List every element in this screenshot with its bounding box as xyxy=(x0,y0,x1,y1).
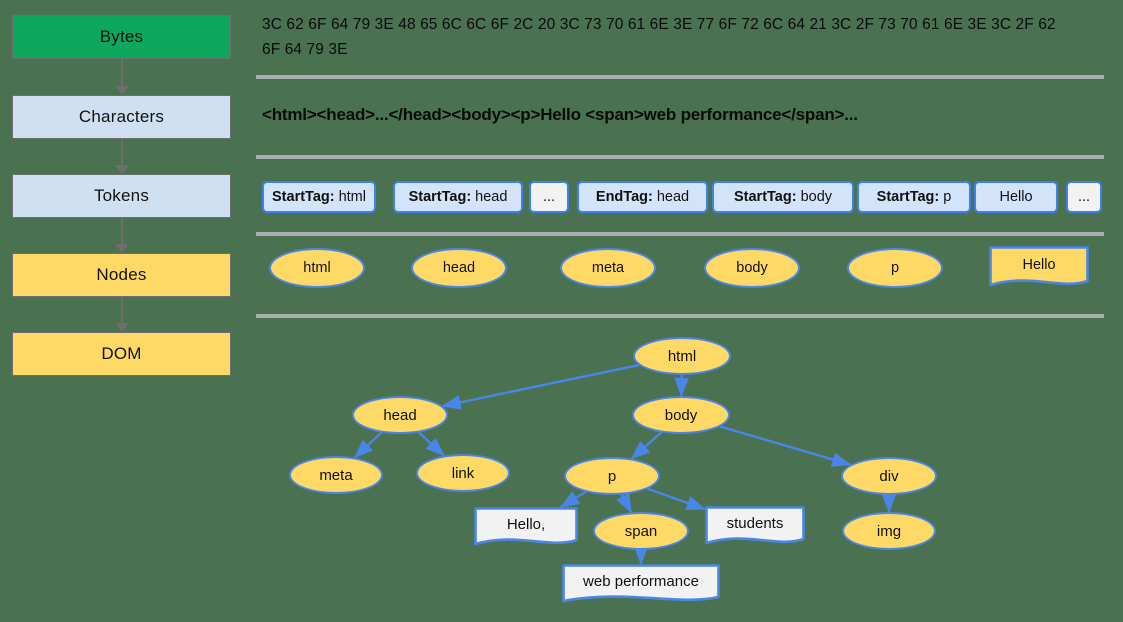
dom-edge-p-stud xyxy=(647,487,706,511)
node-chip-head: head xyxy=(411,248,507,288)
dom-node-head: head xyxy=(352,396,448,434)
pipeline-stage-label: Characters xyxy=(78,107,165,126)
divider-bytes xyxy=(256,75,1104,79)
pipeline-stage-label: Nodes xyxy=(96,265,147,284)
pipeline-stage-label: DOM xyxy=(101,344,142,363)
pipeline-stage-label: Tokens xyxy=(93,186,150,205)
token-kind: StartTag: xyxy=(272,189,335,205)
token-value: Hello xyxy=(999,189,1033,205)
token-chip: Hello xyxy=(974,181,1058,213)
node-chip-html: html xyxy=(269,248,365,288)
token-chip: ... xyxy=(529,181,569,213)
dom-node-link: link xyxy=(416,454,510,492)
token-chip: StartTag:html xyxy=(262,181,376,213)
dom-edge-html-head xyxy=(441,363,640,410)
token-kind: EndTag: xyxy=(595,189,653,205)
token-kind: StartTag: xyxy=(876,189,940,205)
divider-tokens xyxy=(256,232,1104,236)
node-chip-label: Hello xyxy=(1022,257,1056,273)
dom-edge-body-div xyxy=(719,425,852,467)
dom-node-label: web performance xyxy=(583,573,699,590)
flow-arrow-down-icon xyxy=(115,139,129,174)
token-kind: StartTag: xyxy=(733,189,797,205)
pipeline-stage-label: Bytes xyxy=(99,27,144,46)
token-chip: StartTag:body xyxy=(712,181,854,213)
flow-arrow-down-icon xyxy=(115,297,129,332)
token-chip: ... xyxy=(1066,181,1102,213)
dom-node-body: body xyxy=(632,396,730,434)
dom-node-label: students xyxy=(726,515,784,532)
characters-html-text: <html><head>...</head><body><p>Hello <sp… xyxy=(262,105,858,124)
flow-arrow-down-icon xyxy=(115,59,129,95)
dom-node-html: html xyxy=(633,337,731,375)
token-chip: StartTag:p xyxy=(857,181,971,213)
token-value: html xyxy=(338,189,366,205)
dom-edge-head-meta xyxy=(353,431,383,459)
dom-edge-p-hello xyxy=(559,490,587,509)
token-kind: StartTag: xyxy=(408,189,472,205)
token-value: ... xyxy=(542,189,556,205)
pipeline-stage-bytes: Bytes xyxy=(12,15,231,59)
dom-node-meta: meta xyxy=(289,456,383,494)
node-chip-Hello: Hello xyxy=(989,246,1089,290)
token-chip: StartTag:head xyxy=(393,181,523,213)
token-value: head xyxy=(656,189,690,205)
token-value: p xyxy=(943,189,952,205)
dom-text-node-stud: students xyxy=(705,506,805,548)
dom-node-label: Hello, xyxy=(506,516,546,533)
pipeline-stage-characters: Characters xyxy=(12,95,231,139)
divider-nodes xyxy=(256,314,1104,318)
dom-node-div: div xyxy=(841,457,937,495)
node-chip-body: body xyxy=(704,248,800,288)
token-value: ... xyxy=(1077,189,1091,205)
bytes-hex-text: 3C 62 6F 64 79 3E 48 65 6C 6C 6F 2C 20 3… xyxy=(262,16,1056,58)
pipeline-stage-nodes: Nodes xyxy=(12,253,231,297)
pipeline-stage-tokens: Tokens xyxy=(12,174,231,218)
node-chip-meta: meta xyxy=(560,248,656,288)
dom-edge-head-link xyxy=(418,431,445,457)
dom-edge-p-span xyxy=(616,492,633,514)
dom-edge-body-p xyxy=(630,431,663,460)
token-value: body xyxy=(800,189,833,205)
token-chip: EndTag:head xyxy=(577,181,708,213)
dom-text-node-hello: Hello, xyxy=(474,507,578,549)
dom-text-node-webp: web performance xyxy=(562,564,720,606)
pipeline-stage-dom: DOM xyxy=(12,332,231,376)
token-value: head xyxy=(475,189,508,205)
dom-node-span: span xyxy=(593,512,689,550)
dom-node-p: p xyxy=(564,457,660,495)
node-chip-p: p xyxy=(847,248,943,288)
dom-node-img: img xyxy=(842,512,936,550)
flow-arrow-down-icon xyxy=(115,218,129,253)
divider-characters xyxy=(256,155,1104,159)
